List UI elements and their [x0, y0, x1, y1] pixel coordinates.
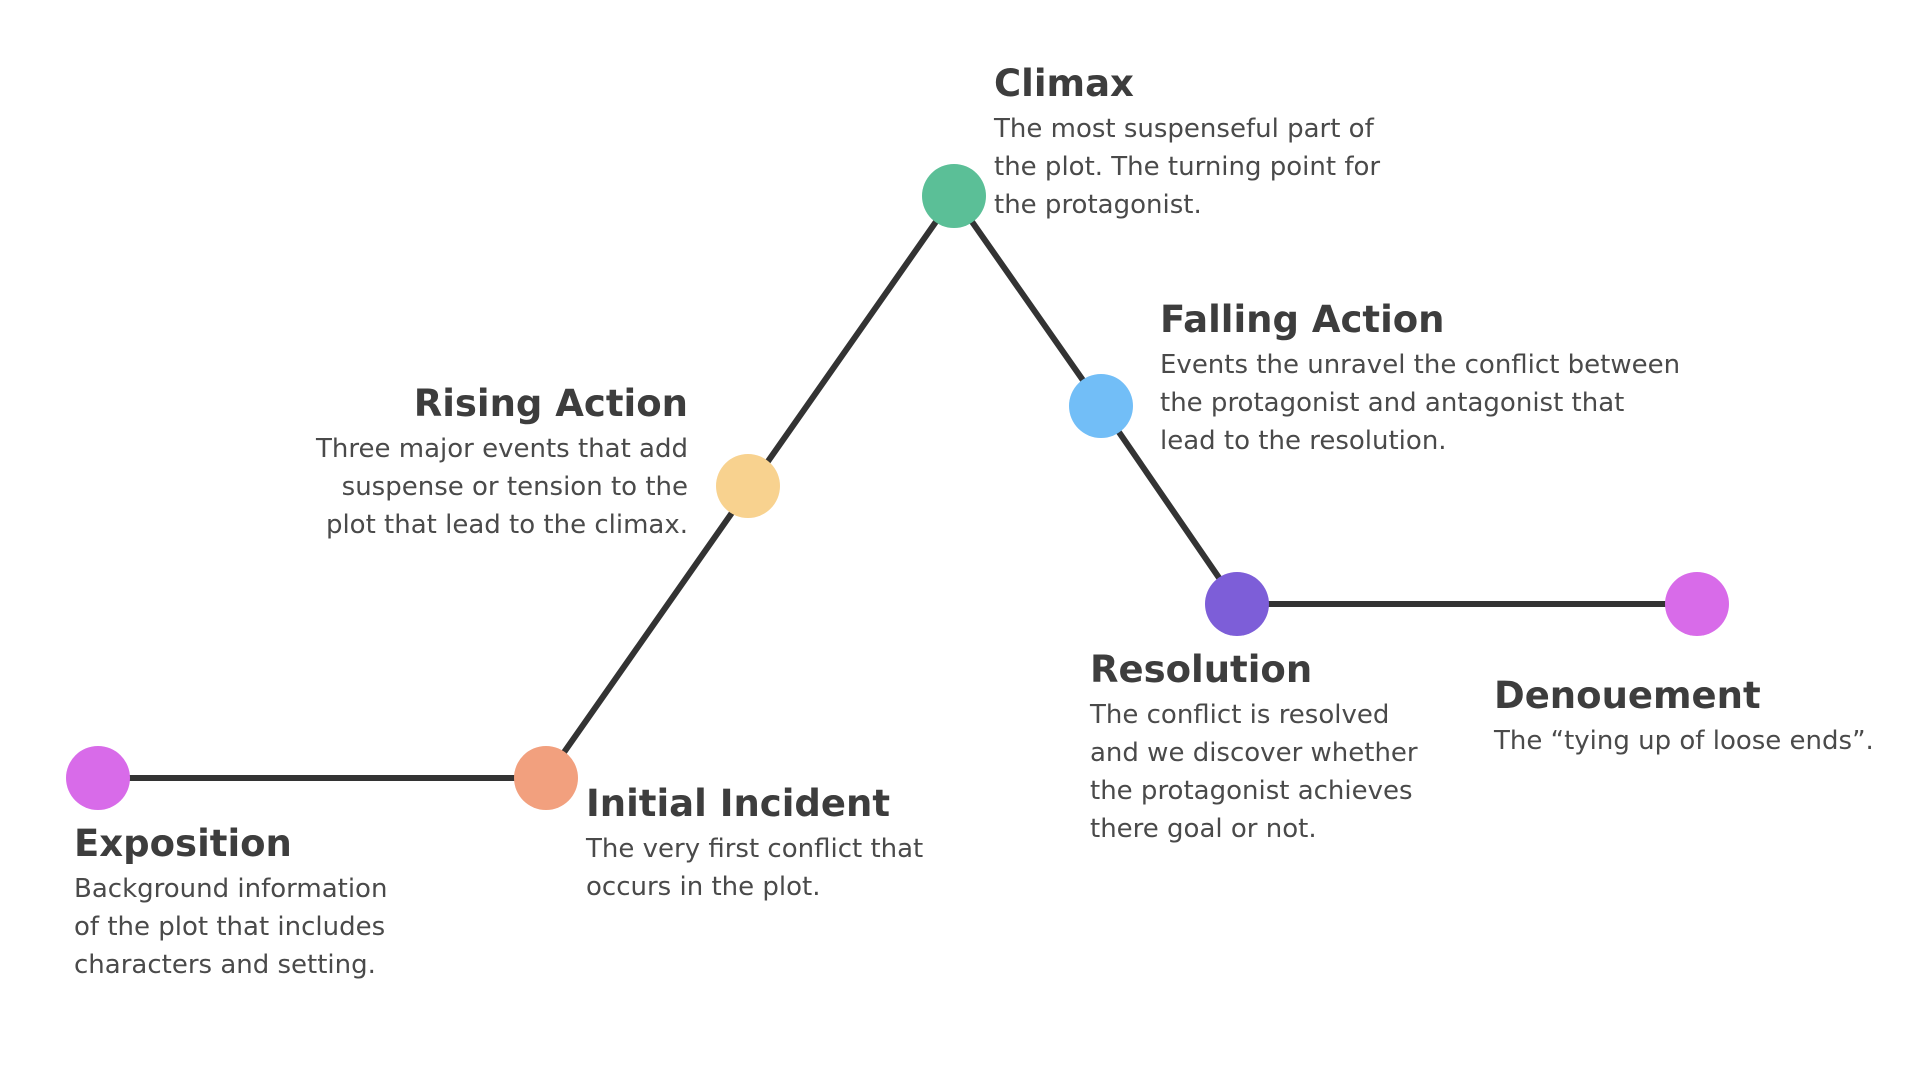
climax-label: Climax The most suspenseful part of the … [994, 62, 1380, 224]
desc-line: there goal or not. [1090, 814, 1317, 844]
falling-action-title: Falling Action [1160, 298, 1445, 341]
rising-action-desc: Three major events that add suspense or … [288, 430, 688, 544]
falling-action-label: Falling Action Events the unravel the co… [1160, 298, 1680, 460]
denouement-desc: The “tying up of loose ends”. [1494, 722, 1874, 760]
climax-title: Climax [994, 62, 1134, 105]
desc-line: the protagonist achieves [1090, 776, 1413, 806]
falling-action-node [1069, 374, 1133, 438]
desc-line: the protagonist. [994, 190, 1202, 220]
desc-line: the plot. The turning point for [994, 152, 1381, 182]
desc-line: The “tying up of loose ends”. [1494, 726, 1874, 756]
desc-line: plot that lead to the climax. [325, 510, 688, 540]
desc-line: occurs in the plot. [586, 872, 821, 902]
desc-line: The very first conflict that [586, 834, 924, 864]
resolution-node [1205, 572, 1269, 636]
desc-line: and we discover whether [1090, 738, 1418, 768]
desc-line: The most suspenseful part of [994, 114, 1374, 144]
desc-line: Three major events that add [316, 434, 688, 464]
initial-incident-label: Initial Incident The very first conflict… [586, 782, 923, 906]
resolution-title: Resolution [1090, 648, 1313, 691]
initial-incident-title: Initial Incident [586, 782, 891, 825]
rising-action-title: Rising Action [413, 382, 688, 425]
initial-incident-desc: The very first conflict that occurs in t… [586, 830, 923, 906]
resolution-label: Resolution The conflict is resolved and … [1090, 648, 1418, 848]
denouement-title: Denouement [1494, 674, 1761, 717]
resolution-desc: The conflict is resolved and we discover… [1090, 696, 1418, 848]
exposition-desc: Background information of the plot that … [74, 870, 387, 984]
climax-desc: The most suspenseful part of the plot. T… [994, 110, 1380, 224]
desc-line: The conflict is resolved [1090, 700, 1390, 730]
desc-line: lead to the resolution. [1160, 426, 1447, 456]
exposition-node [66, 746, 130, 810]
desc-line: Background information [74, 874, 388, 904]
desc-line: characters and setting. [74, 950, 376, 980]
climax-node [922, 164, 986, 228]
desc-line: the protagonist and antagonist that [1160, 388, 1625, 418]
denouement-node [1665, 572, 1729, 636]
falling-action-desc: Events the unravel the conflict between … [1160, 346, 1680, 460]
exposition-label: Exposition Background information of the… [74, 822, 387, 984]
exposition-title: Exposition [74, 822, 292, 865]
rising-action-label: Rising Action Three major events that ad… [288, 382, 688, 544]
desc-line: of the plot that includes [74, 912, 386, 942]
plot-line [95, 193, 1700, 781]
rising-action-node [716, 454, 780, 518]
denouement-label: Denouement The “tying up of loose ends”. [1494, 674, 1874, 760]
initial-incident-node [514, 746, 578, 810]
desc-line: suspense or tension to the [341, 472, 688, 502]
desc-line: Events the unravel the conflict between [1160, 350, 1681, 380]
